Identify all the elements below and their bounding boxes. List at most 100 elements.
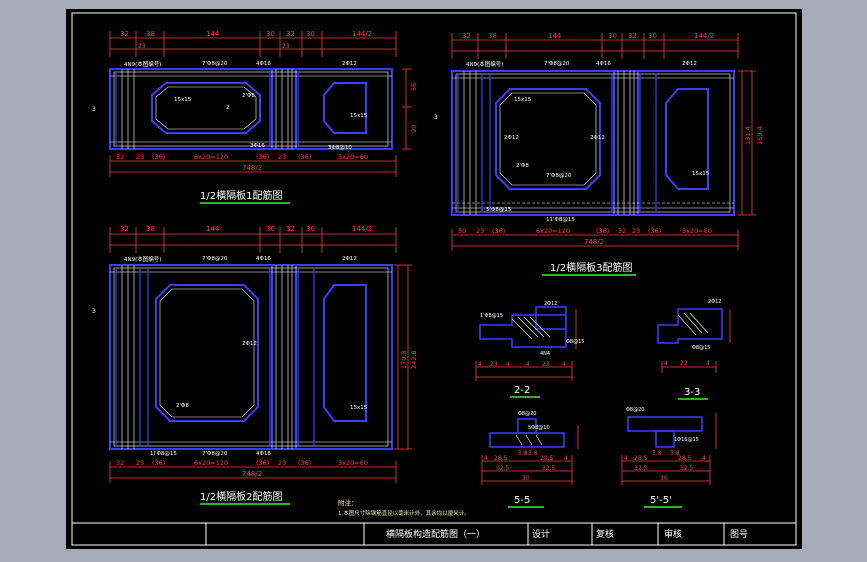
plan2-total: 748/2 xyxy=(242,470,262,478)
plan3-bot-dim-3: (36) xyxy=(492,227,505,235)
plan1-right-dim-1: 56 xyxy=(410,83,418,91)
plan-1: 32 38 144 30 32 30 144/2 23 23 32 23 (36… xyxy=(92,30,418,204)
plan1-top-dim-5: 32 xyxy=(286,30,295,38)
plan1-label-2: 7'Φ8@20 xyxy=(202,61,228,67)
sec22-label-2: 2Φ12 xyxy=(544,301,557,307)
plan1-label-4: 2Φ12 xyxy=(342,61,357,67)
plan2-label-9: 4Φ16 xyxy=(256,451,271,457)
title-block-approve: 审核 xyxy=(664,528,682,540)
plan2-label-3: 4Φ16 xyxy=(256,256,271,262)
plan2-right-dim-2: 242.8 xyxy=(410,350,418,369)
sec5p-dim-8: 32.5 xyxy=(680,465,694,472)
plan1-top-dim-7: 144/2 xyxy=(352,30,372,38)
plan3-top-dim-1: 32 xyxy=(462,32,471,40)
notes-title: 附注： xyxy=(338,498,358,507)
section-5p-5p: 3.8 3.8 4 28.5 28.5 4 32.5 32.5 30 Φ8@20… xyxy=(621,407,717,508)
sec33-title: 3-3 xyxy=(684,387,700,398)
section-5-5: 4 28.5 3.8 28.5 4 32.5 3.8 32.5 30 Φ8@20… xyxy=(481,411,579,508)
plan1-bot-dim-6: 23 xyxy=(278,153,286,161)
title-block-review: 复核 xyxy=(596,528,614,540)
sec22-title: 2-2 xyxy=(514,385,530,396)
plan2-bot-dim-7: (36) xyxy=(298,459,311,467)
plan3-top-dim-7: 144/2 xyxy=(694,32,714,40)
sec55-dim-2: 28.5 xyxy=(494,455,508,462)
plan2-label-1: 4N9(本图编号) xyxy=(124,255,161,263)
plan1-top-dim-1: 32 xyxy=(120,30,129,38)
sec5p-dim-2: 3.8 xyxy=(670,450,680,457)
plan1-bot-dim-5: (36) xyxy=(256,153,269,161)
plan1-label-3: 4Φ16 xyxy=(256,61,271,67)
plan2-title: 1/2横隔板2配筋图 xyxy=(200,490,282,503)
cad-drawing: 32 38 144 30 32 30 144/2 23 23 32 23 (36… xyxy=(71,12,797,546)
plan1-label-8: 3Φ8@10 xyxy=(328,145,352,151)
plan1-label-9: 2'Φ8 xyxy=(242,93,255,99)
sec55-dim-5: 4 xyxy=(564,455,568,462)
sec22-dim-1: 4 xyxy=(478,361,482,368)
plan2-bot-dim-5: (36) xyxy=(256,459,269,467)
sec22-dim-4: 4 xyxy=(526,361,530,368)
plan1-bot-dim-1: 32 xyxy=(116,153,124,161)
plan2-bot-dim-4: 6x20=120 xyxy=(194,459,228,467)
plan1-bot-dim-8: 3x20=60 xyxy=(338,153,368,161)
plan2-top-dim-4: 30 xyxy=(266,225,275,233)
plan2-label-6: 2'Φ8 xyxy=(176,403,189,409)
sec33-label-2: Φ8@15 xyxy=(692,345,710,351)
sec22-label-1: 1'Φ8@15 xyxy=(480,313,503,319)
sec22-dim-3: 4 xyxy=(506,361,510,368)
plan2-label-4: 2Φ12 xyxy=(342,256,357,262)
plan3-top-dim-5: 32 xyxy=(628,32,637,40)
sec5p-dim-3: 4 xyxy=(624,455,628,462)
plan3-label-4: 2Φ12 xyxy=(682,61,697,67)
plan3-bot-dim-6: 32 xyxy=(618,227,626,235)
sec5p-dim-5: 28.5 xyxy=(678,455,692,462)
plan3-label-5: 15x15 xyxy=(514,97,532,103)
plan3-title: 1/2横隔板3配筋图 xyxy=(550,261,632,274)
plan2-bot-dim-8: 3x20=60 xyxy=(338,459,368,467)
sec33-dim-3: 4 xyxy=(706,360,710,367)
sec5p-dim-4: 28.5 xyxy=(634,455,648,462)
plan3-top-dim-6: 30 xyxy=(648,32,657,40)
plan3-top-dim-2: 38 xyxy=(488,32,497,40)
sec22-label-3: 4N4 xyxy=(540,351,550,357)
plan3-bot-dim-7: 23 xyxy=(632,227,640,235)
plan1-label-1: 4N9(本图编号) xyxy=(124,60,161,68)
sec5p-dim-9: 30 xyxy=(660,475,668,482)
plan2-top-dim-1: 32 xyxy=(120,225,129,233)
sec55-dim-9: 30 xyxy=(522,475,530,482)
plan1-bot-dim-4: 6x20=120 xyxy=(194,153,228,161)
sec33-dim-2: 23 xyxy=(680,360,688,367)
plan1-right-dim-2: 99 xyxy=(410,125,418,133)
plan2-top-dim-2: 38 xyxy=(146,225,155,233)
sec55-dim-8: 32.5 xyxy=(542,465,556,472)
sec55-label-2: 5Φ8@10 xyxy=(528,425,550,431)
plan3-label-2: 7'Φ8@20 xyxy=(544,61,570,67)
sec55-dim-4: 28.5 xyxy=(540,455,554,462)
title-block-name: 横隔板构造配筋图（一） xyxy=(386,528,485,540)
plan1-top-dim-4: 30 xyxy=(266,30,275,38)
sec33-dim-1: 4 xyxy=(664,360,668,367)
plan3-label-11: 11'Φ8@15 xyxy=(546,217,575,223)
plan3-right-dim-1: 131.4 xyxy=(744,126,752,145)
sec55-dim-7: 3.8 xyxy=(528,450,538,457)
sec22-dim-5: 23 xyxy=(542,361,550,368)
plan3-right-dim-2: 169.4 xyxy=(756,126,764,145)
sec22-dim-2: 23 xyxy=(490,361,498,368)
drawing-canvas[interactable]: 32 38 144 30 32 30 144/2 23 23 32 23 (36… xyxy=(66,9,802,549)
sec55-label-1: Φ8@20 xyxy=(518,411,536,417)
title-block xyxy=(72,522,796,545)
plan1-label-10: 2 xyxy=(226,105,230,111)
plan3-label-1: 4N9(本图编号) xyxy=(466,60,503,68)
plan3-label-7: 2Φ12 xyxy=(590,135,605,141)
plan2-label-11: 3 xyxy=(92,308,96,315)
plan1-bot-dim-7: (36) xyxy=(298,153,311,161)
sec5p-dim-7: 32.5 xyxy=(634,465,648,472)
plan2-top-dim-6: 30 xyxy=(306,225,315,233)
sec5p-label-1: Φ8@20 xyxy=(626,407,644,413)
plan1-top-dim-2: 38 xyxy=(146,30,155,38)
plan1-top-dim-6: 30 xyxy=(306,30,315,38)
section-3-3: 4 23 4 2Φ12 Φ8@15 3-3 xyxy=(657,299,731,400)
plan1-label-5: 15x15 xyxy=(174,97,192,103)
plan3-label-12: 15x15 xyxy=(692,171,710,177)
plan2-label-7: 1l'Φ8@15 xyxy=(150,451,177,457)
plan-2: 32 38 144 30 32 30 144/2 32 23 (36) 6x20… xyxy=(92,225,418,505)
